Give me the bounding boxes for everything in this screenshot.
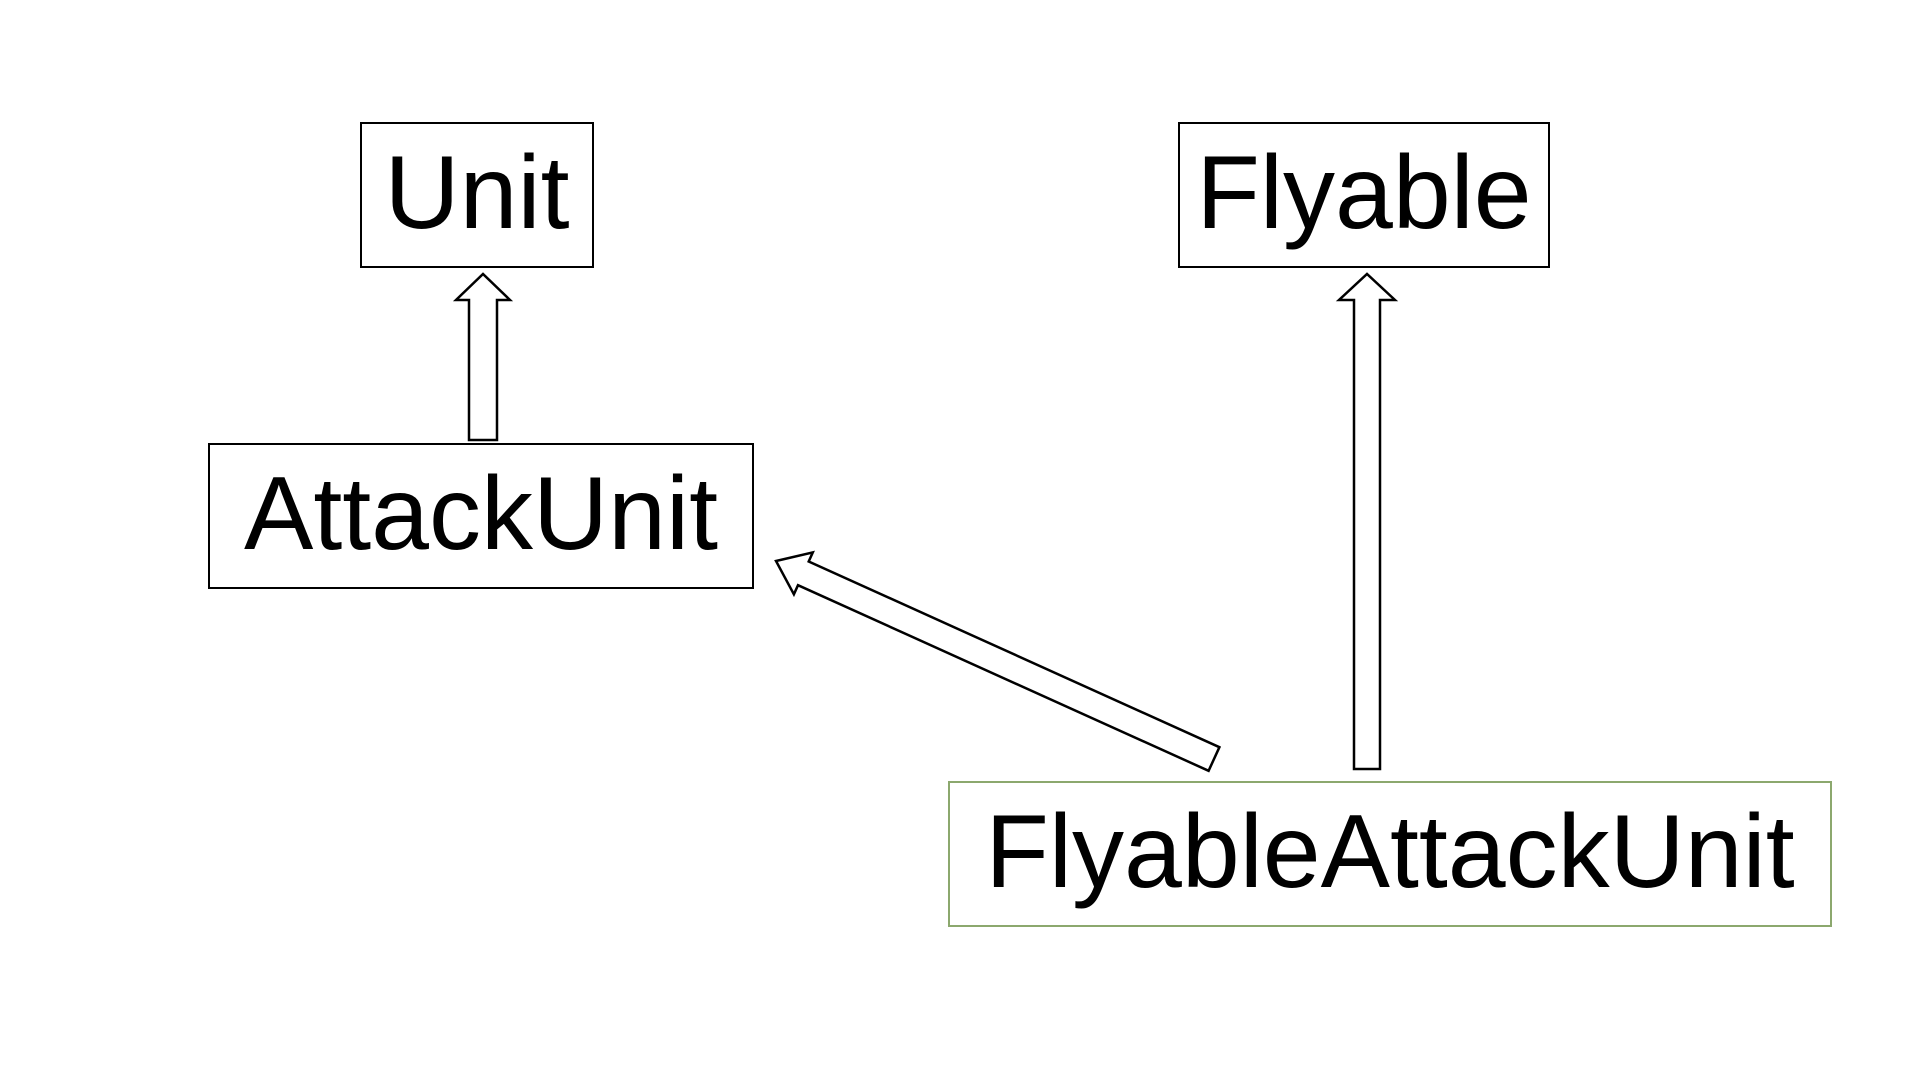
class-label-flyable: Flyable [1196, 135, 1532, 251]
inheritance-arrow-flyableattackunit-to-flyable [1335, 272, 1399, 771]
inheritance-arrow-flyableattackunit-to-attackunit [774, 550, 1222, 773]
class-box-unit: Unit [360, 122, 594, 268]
class-label-attackunit: AttackUnit [244, 456, 718, 572]
class-label-flyableattackunit: FlyableAttackUnit [985, 794, 1795, 910]
class-label-unit: Unit [384, 135, 570, 251]
class-box-attackunit: AttackUnit [208, 443, 754, 589]
class-box-flyableattackunit: FlyableAttackUnit [948, 781, 1832, 927]
inheritance-arrow-attackunit-to-unit [452, 272, 514, 442]
class-box-flyable: Flyable [1178, 122, 1550, 268]
